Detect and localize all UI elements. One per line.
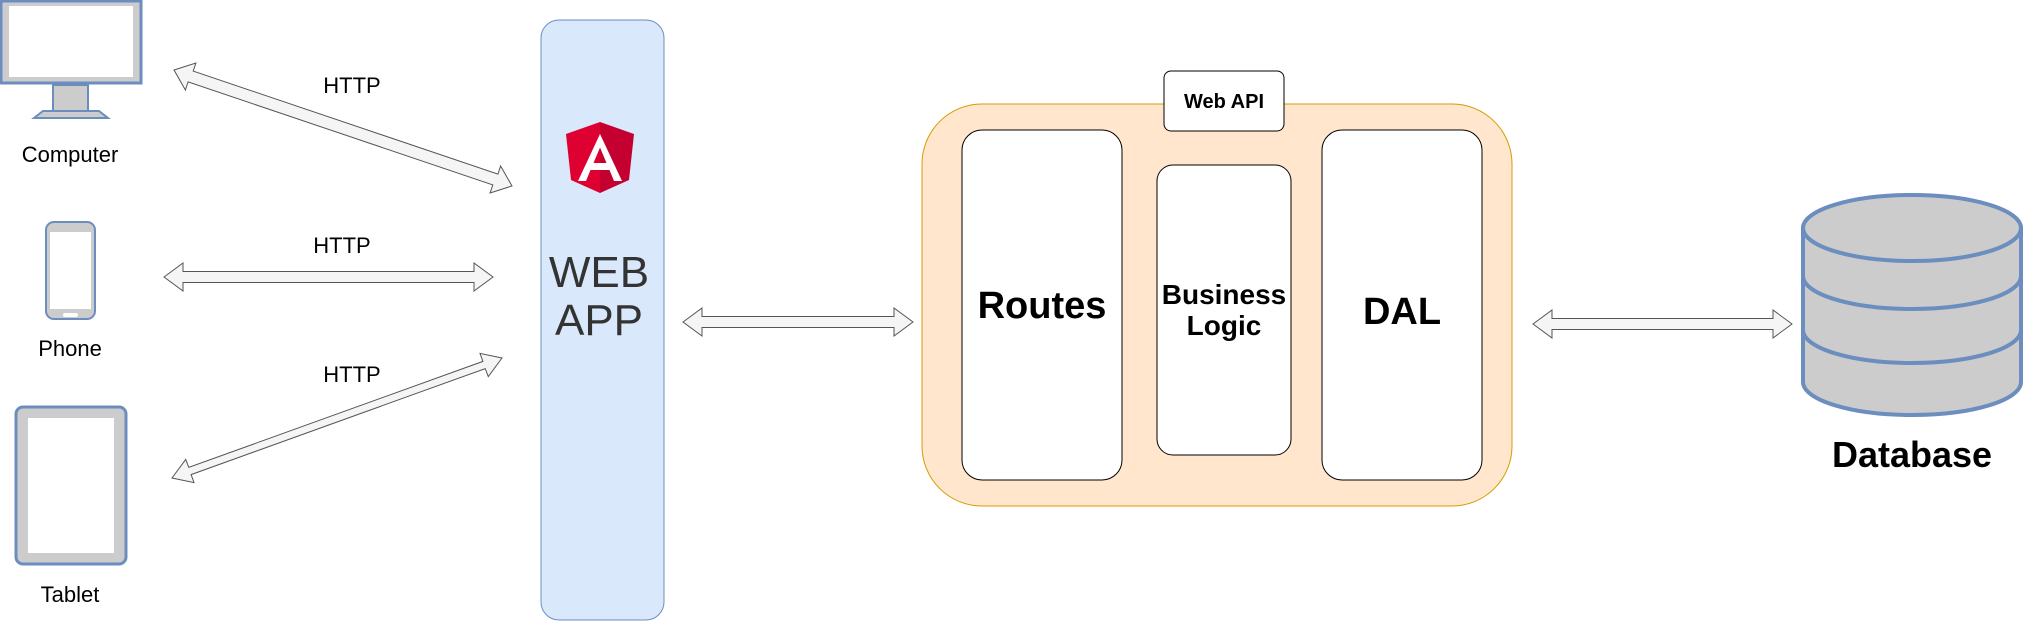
- phone-icon: [45, 221, 96, 320]
- business-logic-box: [1156, 164, 1292, 456]
- arrow-tablet-webapp: [171, 352, 503, 484]
- web-api-title-box: [1163, 70, 1285, 132]
- phone-label: Phone: [38, 336, 102, 361]
- tablet-label: Tablet: [41, 582, 100, 607]
- database-icon: [1801, 193, 2023, 417]
- computer-label: Computer: [22, 142, 119, 167]
- computer-icon: [0, 0, 143, 119]
- arrow-computer-webapp: [173, 62, 513, 194]
- dal-box: [1321, 129, 1483, 481]
- arrow-webapp-api: [682, 307, 914, 337]
- arrow-phone-webapp: [163, 262, 494, 292]
- tablet-http-label: HTTP: [323, 362, 380, 387]
- arrow-api-database: [1532, 309, 1793, 339]
- dal-label: DAL: [1363, 291, 1441, 333]
- web-app-label-line1: WEB: [549, 248, 649, 297]
- web-app-label-line2: APP: [555, 296, 643, 345]
- computer-http-label: HTTP: [323, 73, 380, 98]
- web-api-title: Web API: [1184, 91, 1264, 113]
- routes-box: [961, 129, 1123, 481]
- angular-logo-icon: [566, 122, 634, 193]
- phone-http-label: HTTP: [313, 233, 370, 258]
- tablet-icon: [14, 405, 128, 566]
- routes-label: Routes: [978, 285, 1107, 327]
- business-logic-label-line1: Business: [1162, 279, 1287, 310]
- database-label: Database: [1832, 434, 1992, 475]
- business-logic-label-line2: Logic: [1187, 310, 1262, 341]
